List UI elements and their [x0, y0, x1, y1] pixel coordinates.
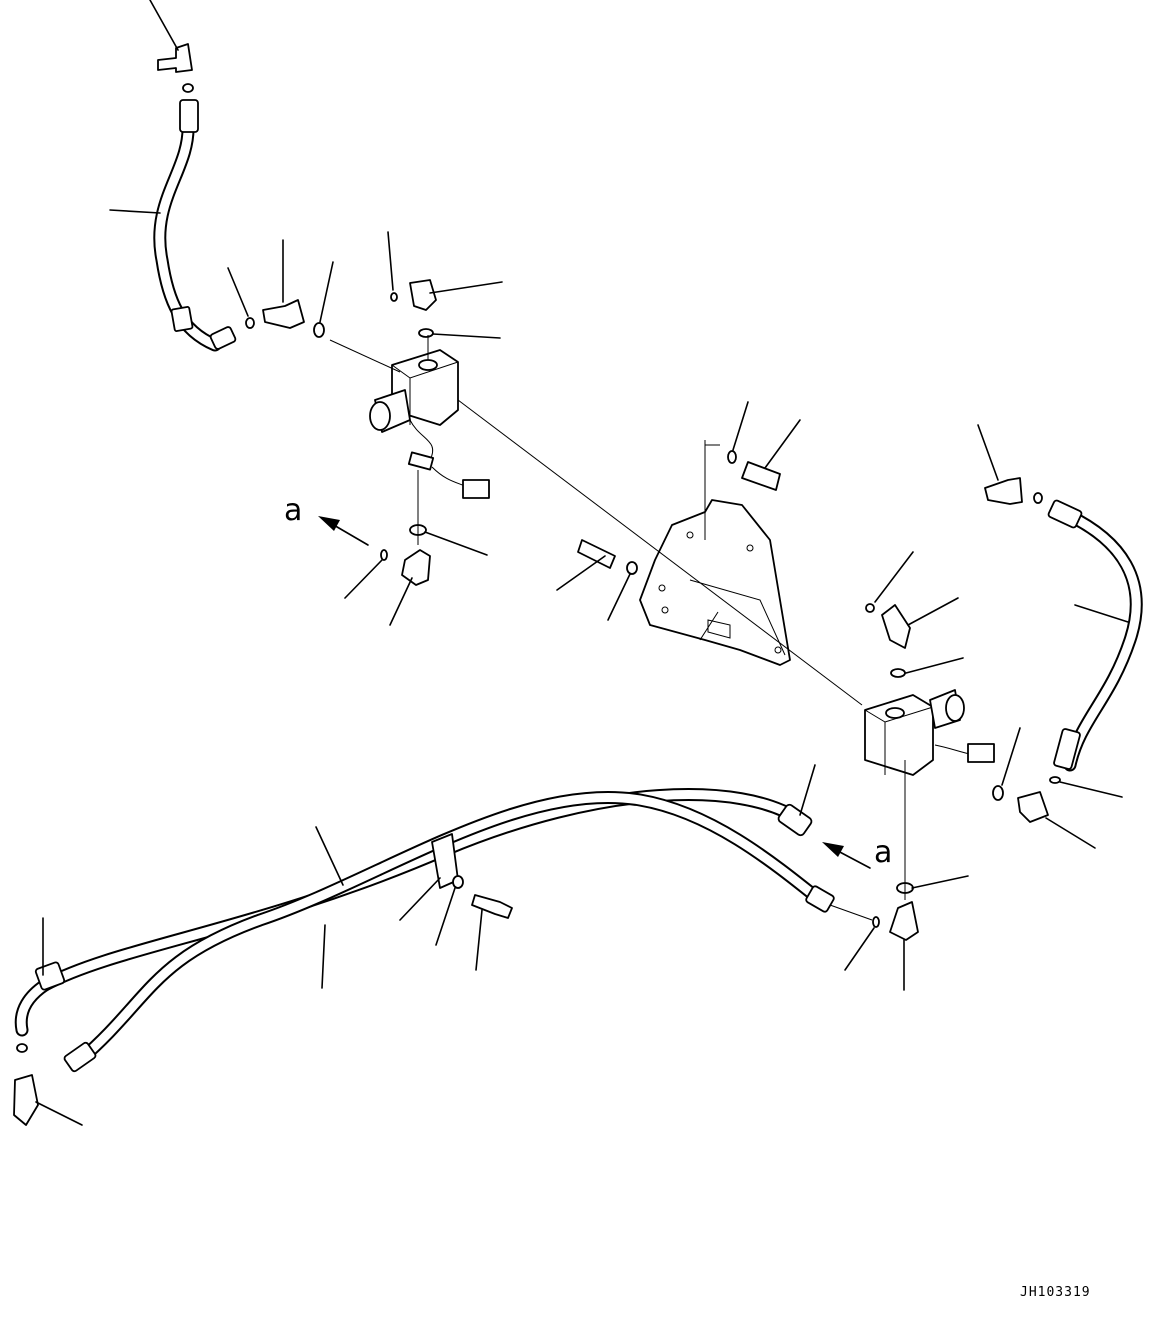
elbow-fitting-left	[262, 299, 305, 329]
o-ring	[1049, 776, 1061, 784]
o-ring	[890, 668, 906, 678]
elbow-fitting-bottom-far-left	[13, 1074, 39, 1126]
view-marker-left: a	[284, 493, 302, 528]
drawing-code: JH103319	[1020, 1285, 1091, 1300]
hose-right	[1047, 499, 1143, 772]
o-ring	[380, 549, 388, 561]
bolt-lower	[471, 894, 513, 919]
o-ring	[16, 1043, 28, 1053]
o-ring	[1033, 492, 1043, 504]
bolt-upper	[727, 450, 781, 491]
o-ring	[313, 322, 325, 338]
elbow-fitting-right-bottom	[889, 901, 919, 941]
solenoid-valve-right	[864, 689, 995, 776]
o-ring	[390, 292, 398, 302]
hose-bottom-pair	[14, 788, 835, 1073]
o-ring	[418, 328, 434, 338]
elbow-fitting-right-lower	[1017, 791, 1049, 823]
hose-top-left	[153, 99, 237, 352]
o-ring	[245, 317, 255, 329]
elbow-fitting-top	[157, 43, 193, 73]
view-arrow-left	[318, 516, 369, 546]
o-ring	[182, 83, 194, 93]
elbow-fitting-upper	[409, 279, 437, 311]
elbow-fitting-right-upper	[881, 604, 911, 649]
washer	[452, 875, 464, 889]
view-arrow-right	[822, 842, 871, 869]
elbow-fitting-bottom-left	[401, 549, 431, 586]
mounting-bracket	[639, 499, 791, 666]
elbow-fitting-right-top	[984, 477, 1023, 505]
solenoid-valve-left	[369, 349, 490, 499]
o-ring	[872, 916, 880, 928]
bolt-middle	[577, 539, 638, 575]
o-ring	[992, 785, 1004, 801]
view-marker-right: a	[874, 835, 892, 870]
leader-lines	[35, 0, 1129, 1126]
assembly-centerlines	[329, 335, 906, 921]
o-ring	[865, 603, 875, 613]
